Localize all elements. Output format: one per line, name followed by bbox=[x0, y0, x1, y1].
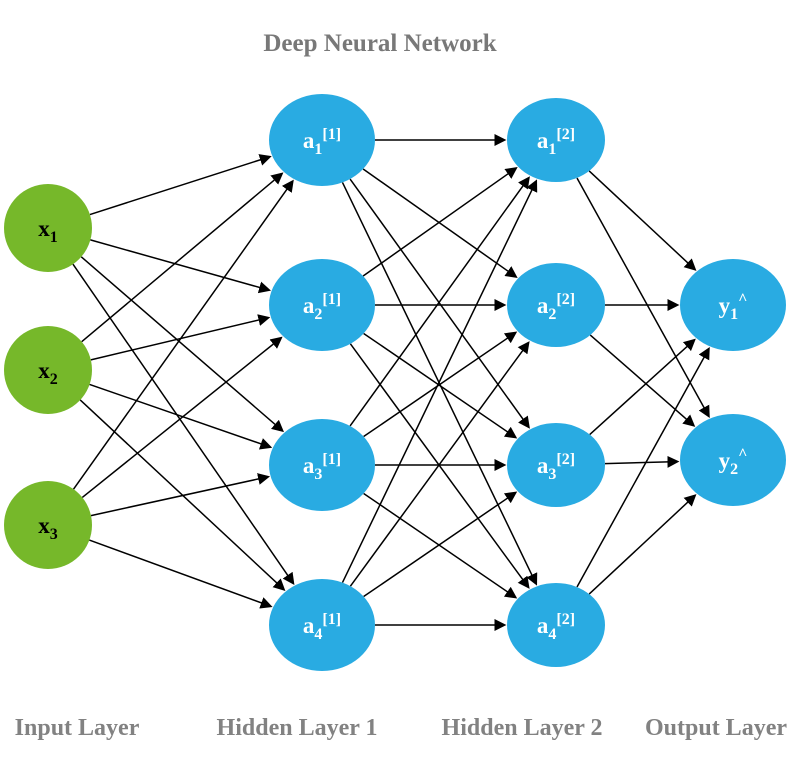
edge-x2-to-a2-1 bbox=[90, 314, 271, 361]
node-shape-a1-1 bbox=[269, 94, 375, 186]
node-shape-y1 bbox=[680, 259, 786, 351]
node-shape-x1 bbox=[4, 184, 92, 272]
layer-label-output-layer: Output Layer bbox=[645, 715, 787, 741]
edge-x2-to-a1-1 bbox=[81, 172, 284, 343]
edge-x2-to-a4-1 bbox=[79, 399, 286, 591]
edge-x3-to-a3-1 bbox=[90, 473, 271, 517]
node-shape-a4-2 bbox=[507, 583, 605, 667]
node-label-a1-2: a1[2] bbox=[537, 126, 575, 158]
node-a2-1: a2[1] bbox=[269, 259, 375, 351]
edge-a3-2-to-y1 bbox=[589, 338, 696, 436]
edge-x1-to-a1-1 bbox=[89, 154, 272, 216]
edge-x1-to-a2-1 bbox=[90, 239, 271, 294]
edge-a2-2-to-y2 bbox=[589, 334, 696, 427]
node-shape-a2-2 bbox=[507, 263, 605, 347]
hidden-layer-1: a1[1] a2[1] a3[1] a4[1] bbox=[269, 94, 375, 671]
edge-x1-to-a3-1 bbox=[80, 256, 285, 433]
edge-a3-1-to-a2-2 bbox=[363, 331, 518, 438]
edge-a4-1-to-a3-2 bbox=[363, 491, 518, 598]
node-a3-2: a3[2] bbox=[507, 423, 605, 507]
node-label-a2-2: a2[2] bbox=[537, 291, 575, 323]
hidden-layer-2: a1[2] a2[2] a3[2] a4[2] bbox=[507, 98, 605, 667]
edge-a1-2-to-y1 bbox=[588, 170, 697, 271]
node-shape-x3 bbox=[4, 481, 92, 569]
edge-a3-2-to-y2 bbox=[604, 455, 680, 468]
edges bbox=[72, 134, 710, 631]
edge-x3-to-a1-1 bbox=[72, 179, 294, 490]
layer-label-hidden-layer-1: Hidden Layer 1 bbox=[217, 715, 378, 741]
edge-a2-1-to-a1-2 bbox=[362, 167, 518, 277]
node-shape-x2 bbox=[4, 326, 92, 414]
edge-a1-2-to-y2 bbox=[576, 177, 710, 419]
node-shape-a3-2 bbox=[507, 423, 605, 507]
edge-x3-to-a2-1 bbox=[81, 336, 283, 499]
node-label-y2: y2^ bbox=[719, 446, 748, 478]
edge-a4-1-to-a2-2 bbox=[349, 341, 530, 587]
output-layer: y1^ y2^ bbox=[680, 259, 786, 506]
node-a4-2: a4[2] bbox=[507, 583, 605, 667]
node-label-x1: x1 bbox=[38, 216, 58, 246]
node-label-a4-1: a4[1] bbox=[303, 611, 341, 643]
layer-label-input-layer: Input Layer bbox=[15, 715, 140, 741]
edge-a4-2-to-y1 bbox=[576, 346, 710, 588]
node-a2-2: a2[2] bbox=[507, 263, 605, 347]
edge-a4-2-to-y2 bbox=[588, 494, 697, 595]
diagram-title: Deep Neural Network bbox=[263, 30, 497, 57]
node-label-x3: x3 bbox=[38, 513, 58, 543]
node-shape-a2-1 bbox=[269, 259, 375, 351]
node-y1: y1^ bbox=[680, 259, 786, 351]
node-shape-a4-1 bbox=[269, 579, 375, 671]
node-label-a1-1: a1[1] bbox=[303, 126, 341, 158]
edge-x3-to-a4-1 bbox=[89, 539, 273, 609]
node-label-a3-1: a3[1] bbox=[303, 451, 341, 483]
node-a1-1: a1[1] bbox=[269, 94, 375, 186]
node-a4-1: a4[1] bbox=[269, 579, 375, 671]
edge-x2-to-a3-1 bbox=[89, 383, 273, 450]
node-label-y1: y1^ bbox=[719, 291, 748, 323]
node-a3-1: a3[1] bbox=[269, 419, 375, 511]
node-x3: x3 bbox=[4, 481, 92, 569]
node-a1-2: a1[2] bbox=[507, 98, 605, 182]
node-shape-a1-2 bbox=[507, 98, 605, 182]
node-label-x2: x2 bbox=[38, 358, 58, 388]
node-shape-a3-1 bbox=[269, 419, 375, 511]
node-x1: x1 bbox=[4, 184, 92, 272]
layer-label-hidden-layer-2: Hidden Layer 2 bbox=[442, 715, 603, 741]
node-x2: x2 bbox=[4, 326, 92, 414]
node-label-a3-2: a3[2] bbox=[537, 451, 575, 483]
node-y2: y2^ bbox=[680, 414, 786, 506]
node-shape-y2 bbox=[680, 414, 786, 506]
edge-a4-1-to-a1-2 bbox=[341, 179, 538, 583]
node-label-a4-2: a4[2] bbox=[537, 611, 575, 643]
node-label-a2-1: a2[1] bbox=[303, 291, 341, 323]
input-layer: x1 x2 x3 bbox=[4, 184, 92, 569]
edge-a3-1-to-a1-2 bbox=[349, 176, 530, 427]
